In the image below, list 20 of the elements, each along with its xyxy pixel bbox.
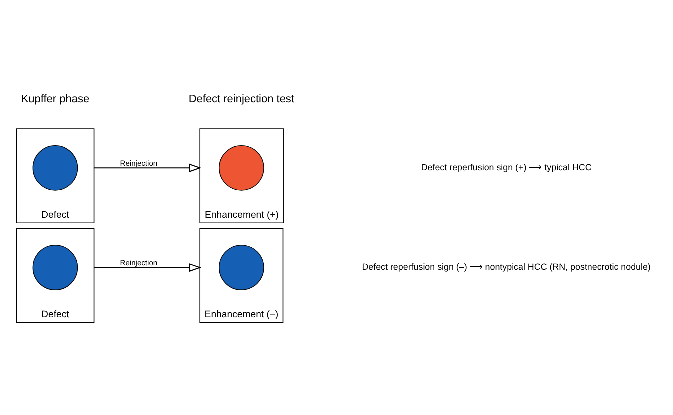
node-circle — [32, 144, 78, 190]
label: Kupffer phase — [21, 93, 90, 106]
label: Defect reinjection test — [188, 93, 294, 106]
arrow — [94, 163, 202, 172]
cluster — [200, 128, 284, 224]
node-label: Defect — [42, 209, 70, 220]
node-circle — [219, 244, 264, 290]
cluster — [200, 228, 284, 323]
arrow — [94, 262, 202, 272]
node-label: Enhancement (–) — [204, 308, 279, 320]
node-circle — [32, 244, 78, 290]
node-circle — [219, 144, 264, 190]
cluster — [16, 128, 95, 224]
cluster — [16, 228, 95, 323]
node-label: Enhancement (+) — [205, 209, 280, 220]
edge-label: Reinjection — [120, 158, 158, 168]
node-label: Defect — [42, 308, 70, 320]
edge-label: Reinjection — [120, 258, 158, 268]
label: Defect reperfusion sign (–) ⟶ nontypical HCC (RN, postnecrotic nodule) — [362, 262, 651, 272]
label: Defect reperfusion sign (+) ⟶ typical HCC — [421, 162, 592, 172]
